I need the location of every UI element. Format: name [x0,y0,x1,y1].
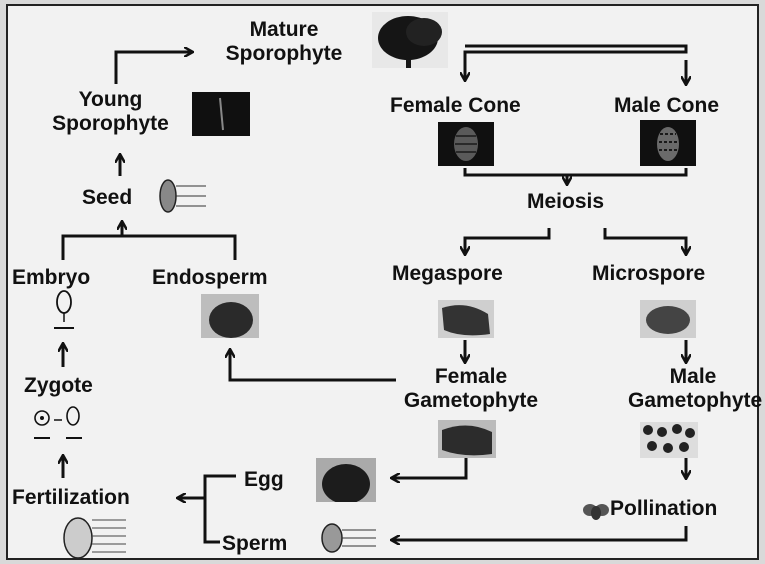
megaspore-image [438,300,494,338]
embryo-drawing-icon [50,288,80,332]
label-zygote: Zygote [24,374,93,398]
mature-sporophyte-tree-image [372,12,448,68]
endosperm-image [201,294,259,338]
label-microspore: Microspore [592,262,705,286]
arrow-young-to-mature [116,52,192,84]
label-fertilization: Fertilization [12,486,130,510]
label-endosperm: Endosperm [152,266,268,290]
zygote-drawing-icon [30,404,88,444]
arrow-female-cone-to-meiosis [465,168,567,184]
label-pollination: Pollination [610,497,717,521]
female-gametophyte-image [438,420,496,458]
pollen-grain-icon [582,498,610,526]
arrow-pollination-to-sperm [392,526,686,540]
young-sporophyte-image [192,92,250,136]
arrow-meiosis-to-megaspore [465,228,549,254]
arrow-meiosis-to-microspore [605,228,686,254]
arrow-embryo-endosperm-to-seed [63,222,235,260]
label-egg: Egg [244,468,284,492]
egg-image [316,458,376,502]
label-megaspore: Megaspore [392,262,503,286]
fertilization-drawing-icon [60,512,130,560]
label-embryo: Embryo [12,266,90,290]
label-female-cone: Female Cone [390,94,521,118]
male-cone-image [640,120,696,166]
seed-drawing-icon [158,172,212,222]
female-cone-image [438,122,494,166]
arrow-mature-to-female-cone [465,46,686,80]
microspore-image [640,300,696,338]
arrow-female-gametophyte-to-egg [392,458,466,478]
sperm-drawing-icon [318,520,378,558]
label-seed: Seed [82,186,132,210]
arrow-male-cone-to-meiosis [567,168,686,175]
arrow-female-gametophyte-to-endosperm [230,350,396,380]
label-sperm: Sperm [222,532,287,556]
label-male-cone: Male Cone [614,94,719,118]
male-gametophyte-pollen-image [640,422,698,458]
label-meiosis: Meiosis [527,190,604,214]
